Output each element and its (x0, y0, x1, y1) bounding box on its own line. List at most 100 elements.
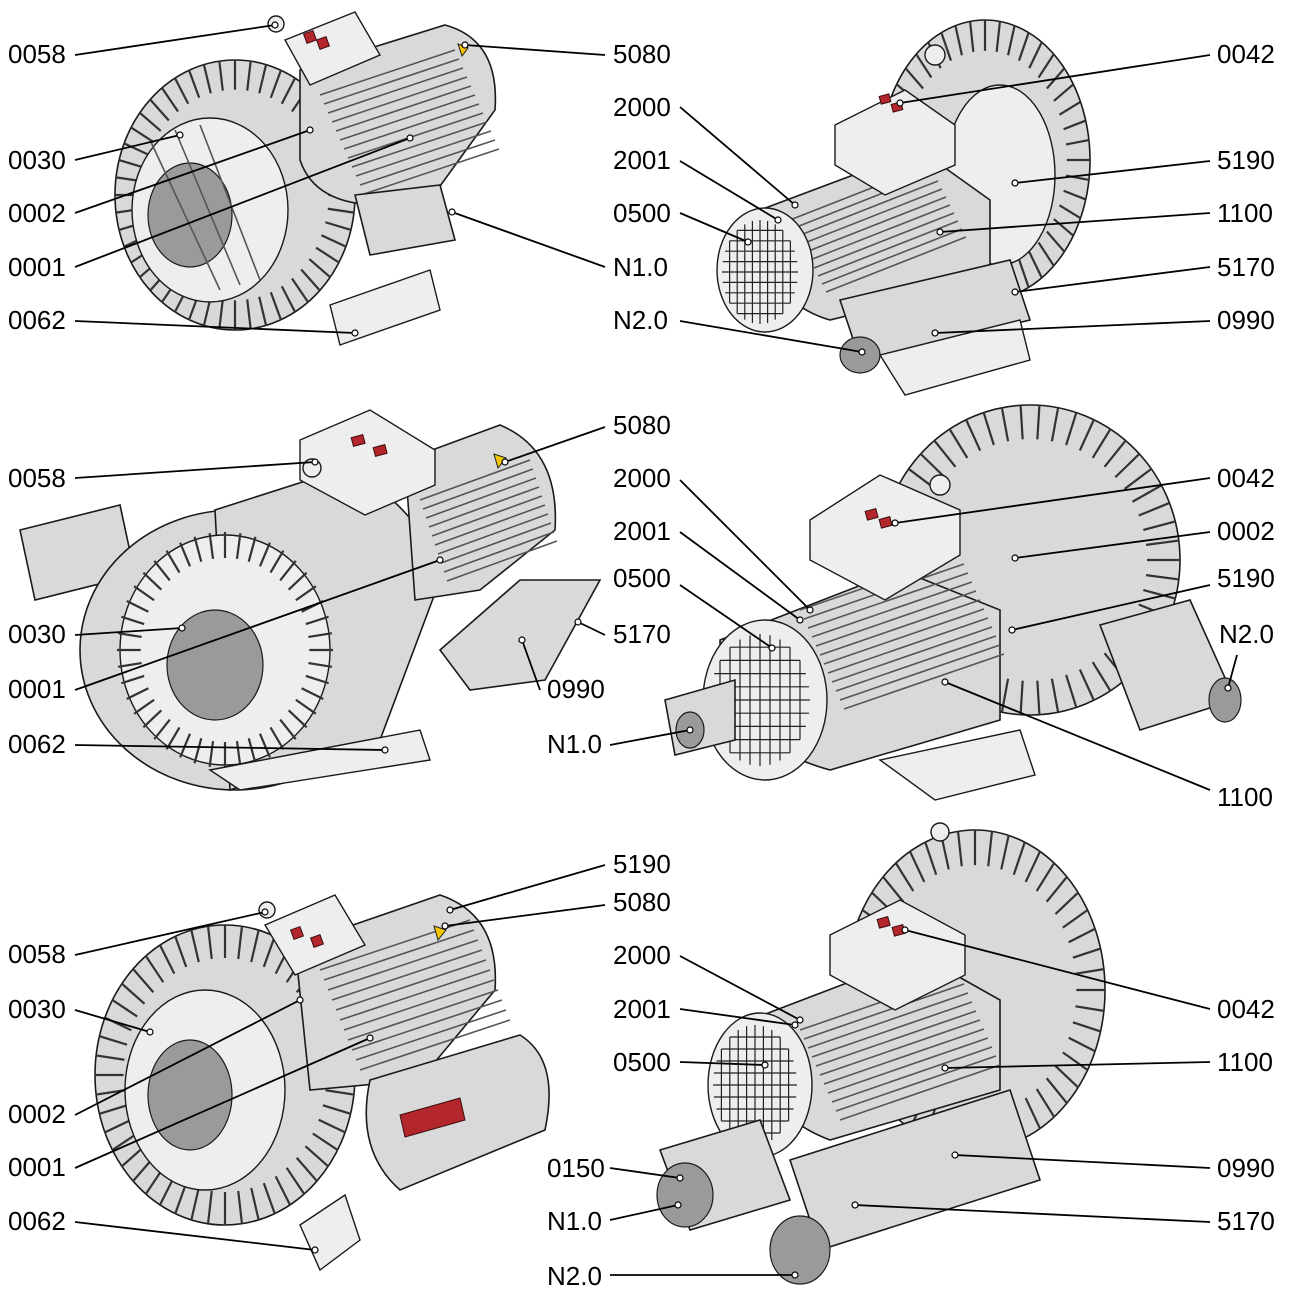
cooling-fin (262, 1182, 276, 1214)
leader-end-dot (306, 126, 314, 134)
leader-end-dot (436, 556, 444, 564)
leader-end-dot (791, 1021, 799, 1029)
callout-0058: 0058 (8, 939, 66, 969)
leader-end-dot (931, 329, 939, 337)
cooling-fin (279, 560, 297, 582)
blower-view-6-drawing (656, 822, 1106, 1285)
cooling-fin (300, 268, 321, 292)
callout-0002: 0002 (1217, 516, 1275, 546)
cooling-fin (948, 428, 969, 459)
motor-rib (835, 635, 997, 692)
cooling-fin (250, 929, 260, 963)
motor-rib (355, 130, 492, 177)
leader-line (609, 729, 691, 746)
callout-0062: 0062 (8, 305, 66, 335)
cooling-fin (237, 1190, 244, 1224)
callout-n2-0: N2.0 (613, 305, 668, 335)
cooling-fin (149, 98, 170, 122)
leader-end-dot (686, 726, 694, 734)
motor-rib (815, 1010, 977, 1067)
callout-0030: 0030 (8, 145, 66, 175)
cooling-fin (956, 831, 963, 867)
cooling-fin (159, 944, 176, 975)
leader-line (1011, 584, 1211, 631)
leader-end-dot (851, 1201, 859, 1209)
callout-0002: 0002 (8, 198, 66, 228)
cooling-fin (1062, 1051, 1089, 1071)
cooling-fin (139, 111, 162, 132)
motor-rib (440, 522, 552, 564)
leader-end-dot (806, 606, 814, 614)
leader-end-dot (296, 996, 304, 1004)
cooling-fin (1065, 674, 1078, 708)
callout-0150: 0150 (547, 1153, 605, 1183)
motor-rib (351, 999, 503, 1051)
callout-0002: 0002 (8, 1099, 66, 1129)
leader-line (74, 1037, 371, 1169)
leader-end-dot (176, 131, 184, 139)
cooling-fin (1024, 850, 1041, 883)
cooling-fin (312, 1132, 339, 1151)
motor-rib (839, 644, 1001, 701)
leader-end-dot (461, 41, 469, 49)
cooling-fin (179, 542, 192, 567)
cooling-fin (315, 246, 340, 264)
cooling-fin (235, 533, 242, 560)
cooling-fin (1037, 53, 1055, 79)
callout-0990: 0990 (1217, 1153, 1275, 1183)
cooling-fin (142, 571, 163, 591)
cooling-fin (322, 1104, 351, 1115)
leader-end-dot (178, 624, 186, 632)
leader-line (1014, 160, 1211, 184)
cooling-fin (1063, 189, 1087, 201)
leader-line (1014, 266, 1211, 293)
motor-rib (359, 139, 496, 186)
cooling-fin (1028, 41, 1043, 69)
cooling-fin (118, 159, 145, 169)
cooling-fin (308, 632, 333, 638)
cooling-fin (1131, 484, 1162, 503)
cooling-fin (130, 126, 155, 144)
callout-0042: 0042 (1217, 463, 1275, 493)
leader-line (679, 955, 801, 1021)
leader-line (74, 1009, 151, 1033)
callout-2000: 2000 (613, 92, 671, 122)
motor-rib (823, 1028, 985, 1085)
cooling-fin (117, 662, 142, 668)
cooling-fin (1054, 1065, 1079, 1089)
leader-line (74, 911, 266, 956)
leader-end-dot (1011, 554, 1019, 562)
cooling-fin (1068, 1036, 1096, 1053)
motor-rib (809, 204, 951, 261)
callout-0062: 0062 (8, 729, 66, 759)
leader-line (679, 479, 811, 611)
cooling-fin (1143, 520, 1176, 531)
blower-view-1-drawing (114, 11, 500, 346)
leader-line (679, 320, 863, 353)
cooling-fin (99, 1104, 128, 1115)
cooling-fin (206, 926, 213, 960)
cooling-fin (258, 64, 268, 94)
cooling-fin (287, 709, 308, 729)
cooling-fin (258, 542, 271, 567)
leader-line (954, 1154, 1211, 1169)
leader-line (74, 320, 356, 334)
cooling-fin (301, 687, 324, 701)
motor-rib (339, 969, 491, 1021)
cooling-fin (258, 733, 271, 758)
callout-0042: 0042 (1217, 994, 1275, 1024)
cooling-fin (1045, 876, 1068, 903)
leader-line (679, 212, 749, 243)
cooling-fin (132, 968, 155, 993)
cooling-fin (1145, 539, 1179, 546)
cooling-fin (133, 585, 155, 602)
leader-line (74, 461, 316, 479)
leader-end-dot (1224, 684, 1232, 692)
leader-line (74, 129, 311, 214)
motor-rib (797, 180, 939, 237)
leader-lines (74, 21, 1238, 1279)
callout-n2-0: N2.0 (547, 1261, 602, 1291)
callout-2001: 2001 (613, 145, 671, 175)
leader-line (939, 212, 1211, 233)
motor-rib (813, 212, 955, 269)
